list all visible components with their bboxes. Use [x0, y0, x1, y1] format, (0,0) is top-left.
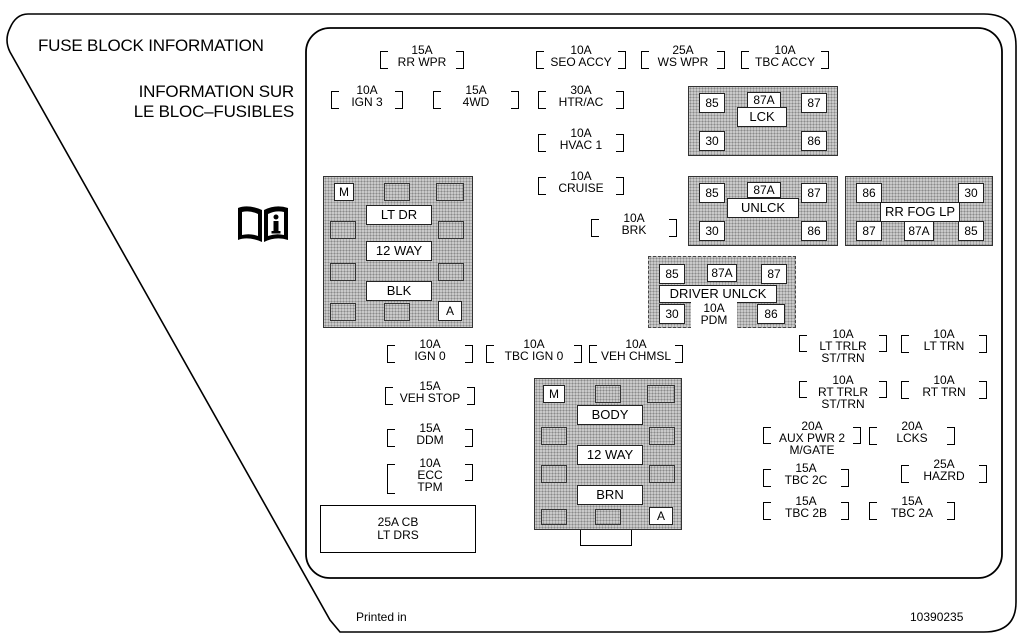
- printed-in-label: Printed in: [356, 610, 407, 624]
- connector-a-label: A: [438, 301, 462, 321]
- connector-label-lt-dr: LT DR: [366, 205, 432, 225]
- connector-label-12way: 12 WAY: [577, 445, 643, 465]
- connector-label-12way: 12 WAY: [366, 241, 432, 261]
- relay-lck: 85 87A 87 LCK 30 86: [688, 86, 838, 156]
- fuse-rt-trlr-st-trn: 10A RT TRLR ST/TRN: [799, 374, 887, 410]
- connector-label-blk: BLK: [366, 281, 432, 301]
- fuse-ecc-tpm: 10A ECC TPM: [387, 457, 473, 494]
- connector-m-label: M: [543, 385, 565, 403]
- relay-unlck: 85 87A 87 UNLCK 30 86: [688, 176, 838, 246]
- part-number: 10390235: [910, 610, 964, 624]
- manual-info-icon: [238, 206, 288, 242]
- connector-label-brn: BRN: [577, 485, 643, 505]
- connector-m-label: M: [334, 183, 354, 201]
- connector-lt-dr-12way-blk: M LT DR 12 WAY BLK A: [323, 176, 473, 328]
- connector-latch: [580, 530, 632, 546]
- connector-label-body: BODY: [577, 405, 643, 425]
- fuse-lt-trlr-st-trn: 10A LT TRLR ST/TRN: [799, 328, 887, 364]
- connector-a-label: A: [649, 507, 673, 525]
- fuse-aux-pwr2-m-gate: 20A AUX PWR 2 M/GATE: [763, 420, 861, 456]
- title-english: FUSE BLOCK INFORMATION: [38, 36, 264, 55]
- relay-rr-fog-lp: 86 30 RR FOG LP 87 87A 85: [845, 176, 993, 246]
- connector-body-12way-brn: M BODY 12 WAY BRN A: [534, 378, 682, 530]
- title-french-line1: INFORMATION SUR: [138, 82, 295, 101]
- title-french-line2: LE BLOC–FUSIBLES: [133, 102, 294, 121]
